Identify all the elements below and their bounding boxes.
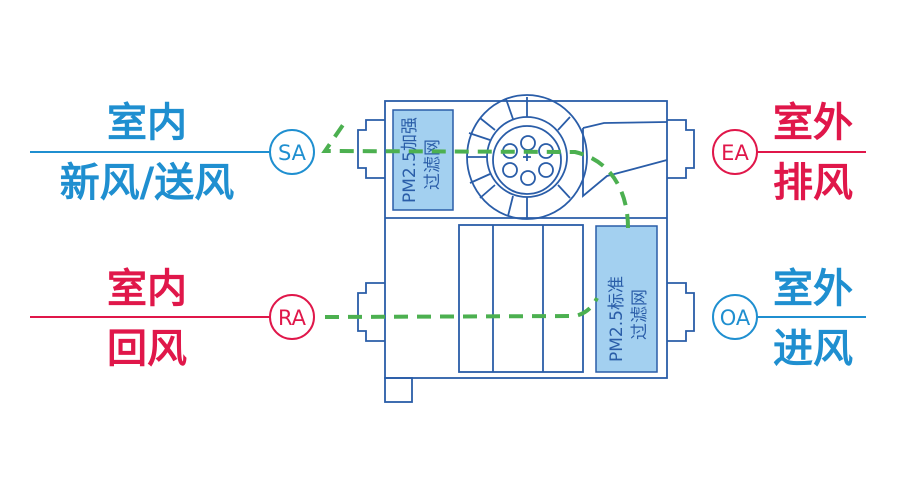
ra-badge — [269, 294, 315, 340]
top-filter — [392, 109, 454, 211]
ra-port — [357, 282, 385, 342]
heat-exchanger — [458, 224, 584, 373]
bottom-filter-line2: 过滤网 — [630, 289, 650, 340]
sa-port — [357, 119, 385, 179]
exhaust-label-line1: 室外 — [773, 100, 853, 146]
supply-label-line1: 室内 — [107, 100, 187, 146]
ea-port — [667, 119, 695, 179]
top-filter-line1: PM2.5加强 — [400, 117, 420, 203]
oa-badge-text: OA — [720, 306, 751, 330]
intake-label-line1: 室外 — [773, 266, 853, 312]
supply-airflow — [321, 120, 630, 229]
return-airflow — [324, 297, 599, 319]
return-label-line1: 室内 — [107, 266, 187, 312]
oa-port — [667, 282, 695, 342]
return-label-line2: 回风 — [107, 326, 187, 372]
exhaust-label-line2: 排风 — [773, 160, 853, 206]
bottom-filter-line1: PM2.5标准 — [607, 276, 627, 362]
top-filter-line2: 过滤网 — [423, 139, 443, 190]
sa-badge — [269, 129, 315, 175]
fan-icon — [466, 94, 588, 220]
sa-badge-text: SA — [278, 141, 307, 165]
bottom-filter — [595, 225, 658, 373]
supply-label-line2: 新风/送风 — [60, 160, 235, 206]
airflow-path — [321, 120, 630, 319]
ra-badge-text: RA — [278, 306, 307, 330]
exhaust-duct — [582, 121, 668, 198]
ea-badge-text: EA — [721, 141, 749, 165]
intake-label-line2: 进风 — [773, 326, 853, 372]
